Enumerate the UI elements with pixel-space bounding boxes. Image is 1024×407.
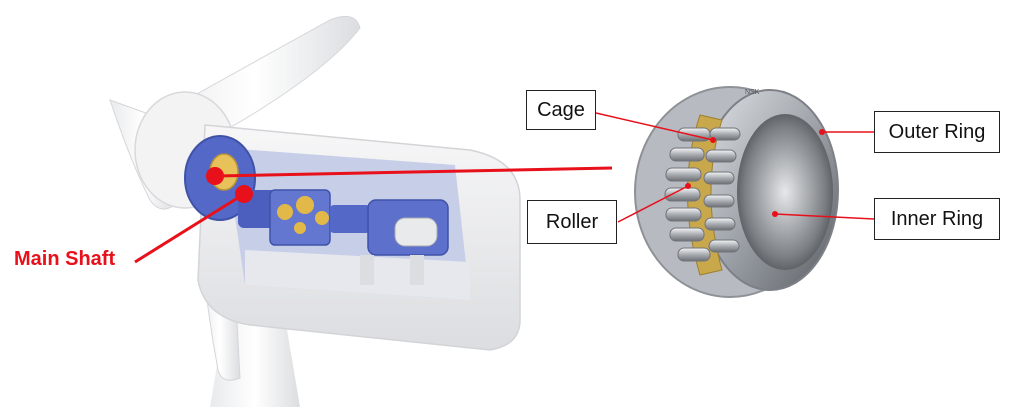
gear-4: [294, 222, 306, 234]
bearing-brand-mark: NSK: [745, 89, 760, 96]
roller-6: [669, 227, 705, 242]
gear-1: [277, 204, 293, 220]
inner-ring-dot: [772, 211, 778, 217]
main-shaft-pointer-line: [216, 166, 613, 178]
roller-set: [664, 127, 741, 262]
wind-turbine-nacelle-icon: [109, 15, 521, 407]
coupling-shape: [330, 205, 370, 233]
cage-label: Cage: [526, 90, 596, 130]
main-shaft-label: Main Shaft: [14, 248, 116, 270]
roller-pointer-line: [617, 185, 689, 223]
roller-dot: [685, 183, 691, 189]
gear-3: [315, 211, 329, 225]
outer-ring-dot: [819, 129, 825, 135]
main-shaft-dot: [206, 167, 224, 185]
cage-dot: [710, 137, 716, 143]
roller-7: [677, 247, 711, 262]
generator-cylinder: [394, 217, 438, 247]
roller-3: [665, 167, 702, 182]
cage-pointer-line: [595, 112, 714, 141]
callout-dots: [206, 129, 825, 217]
roller-9: [705, 149, 737, 163]
roller-label: Roller: [527, 200, 617, 244]
roller-13: [708, 239, 740, 253]
support-2: [410, 255, 424, 285]
roller-5: [665, 207, 702, 222]
main-shaft-label-line: [134, 192, 245, 264]
outer-ring-label: Outer Ring: [874, 111, 1000, 153]
roller-8: [709, 127, 741, 141]
roller-1: [677, 127, 711, 142]
roller-10: [703, 171, 735, 185]
callout-lines: [134, 112, 875, 264]
inner-ring-bore: [737, 114, 833, 270]
main-shaft-dot-2: [235, 185, 253, 203]
roller-11: [703, 194, 735, 208]
roller-12: [704, 217, 736, 231]
spherical-roller-bearing-icon: NSK: [634, 86, 839, 298]
roller-2: [669, 147, 705, 162]
inner-ring-pointer-line: [774, 213, 875, 220]
gear-2: [296, 196, 314, 214]
support-1: [360, 255, 374, 285]
inner-ring-label: Inner Ring: [874, 198, 1000, 240]
